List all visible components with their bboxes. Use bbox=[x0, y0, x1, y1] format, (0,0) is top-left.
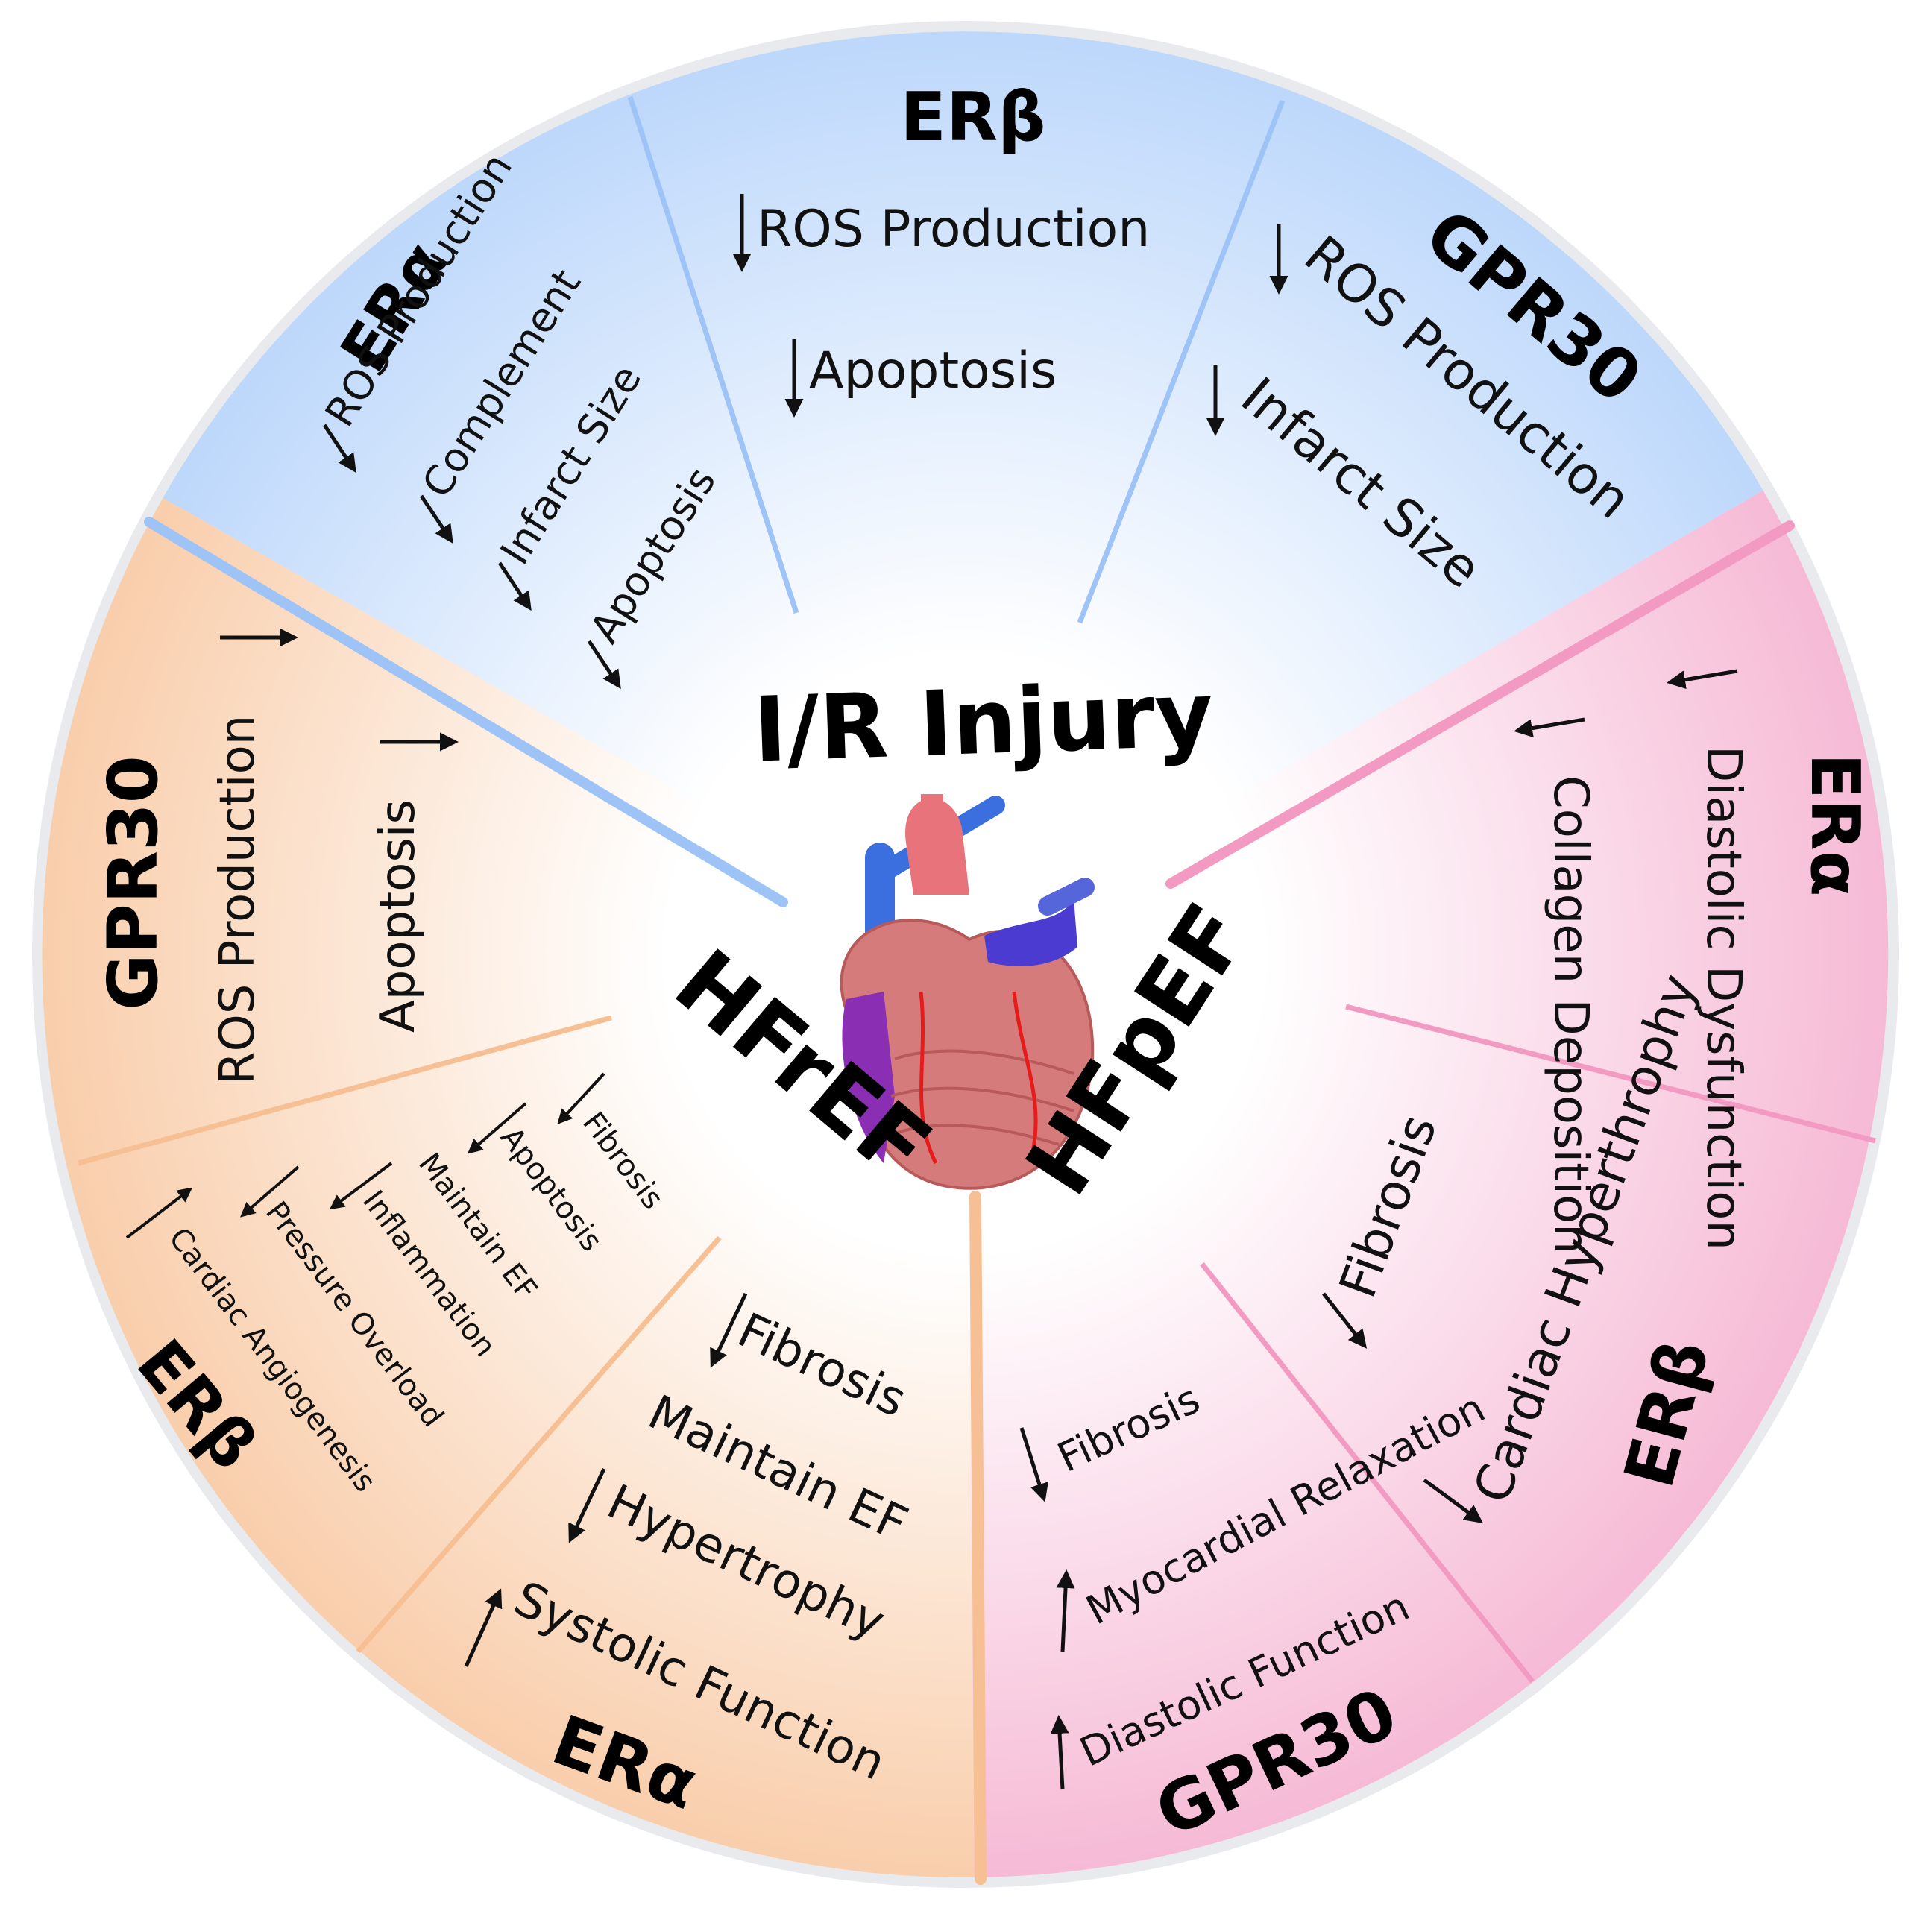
arrow-down-icon bbox=[467, 1102, 527, 1154]
heart-icon bbox=[840, 794, 1095, 1190]
arrow-up-icon bbox=[464, 1588, 503, 1668]
arrow-down-icon bbox=[329, 1162, 393, 1210]
divider-hfpef-1 bbox=[1345, 1004, 1876, 1144]
divider-ir-hfpef bbox=[1165, 520, 1795, 889]
hfpef-sector bbox=[966, 490, 1889, 1877]
arrow-down-icon bbox=[419, 494, 453, 544]
item-label: Diastolic Dysfunction bbox=[1696, 746, 1751, 1250]
arrow-down-icon bbox=[568, 1467, 606, 1543]
divider-ir-1 bbox=[627, 95, 799, 614]
arrow-down-icon bbox=[497, 561, 532, 611]
segment-ir-erb: ERβ ROS Production Apoptosis bbox=[732, 78, 1150, 418]
item-label: ROS Production bbox=[210, 715, 265, 1085]
arrow-down-icon bbox=[587, 640, 621, 690]
segment-hfref-gpr30: GPR30 ROS Production Apoptosis bbox=[93, 628, 459, 1085]
divider-hfref-1 bbox=[356, 1235, 722, 1654]
arrow-down-icon bbox=[1514, 717, 1585, 738]
segment-hfpef-era: ERα Diastolic Dysfunction Collagen Depos… bbox=[1514, 669, 1874, 1254]
arrow-down-icon bbox=[1019, 1427, 1048, 1502]
item-label: ROS Production bbox=[757, 200, 1150, 259]
arrow-up-icon bbox=[125, 1187, 193, 1239]
item-label: Apoptosis bbox=[809, 341, 1057, 400]
arrow-down-icon bbox=[1423, 1478, 1484, 1523]
divider-hfpef-hfref bbox=[969, 1191, 987, 1885]
arrow-up-icon bbox=[1056, 1569, 1075, 1652]
divider-hfpef-2 bbox=[1200, 1262, 1535, 1684]
receptor-label: ERβ bbox=[900, 78, 1045, 157]
hfref-sector bbox=[42, 497, 975, 1878]
arrow-down-icon bbox=[557, 1072, 605, 1124]
arrow-down-icon bbox=[239, 1165, 300, 1218]
receptor-label: ERα bbox=[1796, 753, 1874, 897]
major-dividers bbox=[144, 517, 1795, 1885]
arrow-down-icon bbox=[1322, 1292, 1368, 1349]
divider-ir-2 bbox=[1077, 99, 1286, 624]
divider-ir-hfref bbox=[144, 517, 788, 907]
minor-dividers bbox=[78, 95, 1876, 1684]
arrow-down-icon bbox=[1667, 669, 1738, 690]
arrow-up-icon bbox=[1050, 1715, 1069, 1790]
receptor-label: GPR30 bbox=[93, 755, 173, 1010]
divider-hfref-2 bbox=[78, 1015, 612, 1166]
ir-injury-title: I/R Injury bbox=[752, 663, 1215, 782]
item-label: Apoptosis bbox=[371, 799, 426, 1033]
item-label: Collagen Deposition bbox=[1543, 775, 1598, 1254]
arrow-down-icon bbox=[322, 424, 356, 473]
arrow-down-icon bbox=[710, 1292, 748, 1368]
ir-injury-sector bbox=[163, 31, 1763, 954]
